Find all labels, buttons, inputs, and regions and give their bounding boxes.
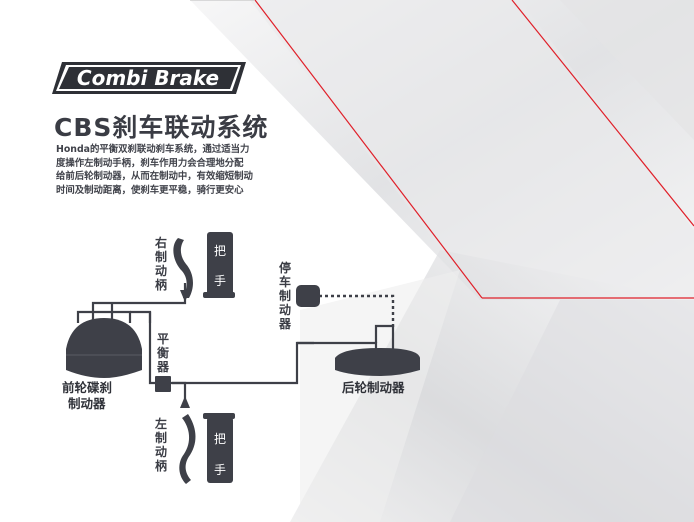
parking-brake-cable bbox=[319, 294, 395, 330]
front-brake-label-line1: 前轮碟刹 bbox=[62, 380, 113, 395]
balancer bbox=[155, 376, 171, 392]
front-brake-label-line2: 制动器 bbox=[68, 396, 106, 411]
right-handle-label-bottom: 手 bbox=[213, 274, 226, 288]
description-line: Honda的平衡双刹联动刹车系统，通过适当力 bbox=[56, 144, 250, 155]
right-handle-label-top: 把 bbox=[213, 244, 226, 258]
description-line: 给前后轮制动器，从而在制动中，有效缩短制动 bbox=[56, 171, 253, 183]
left-lever-label: 左制动柄 bbox=[154, 417, 167, 473]
left-handle-grip bbox=[207, 417, 233, 483]
left-brake-lever bbox=[179, 414, 196, 484]
right-lever-label: 右制动柄 bbox=[154, 236, 167, 292]
right-handle-grip bbox=[207, 232, 233, 296]
front-caliper bbox=[66, 318, 142, 378]
balancer-label: 平衡器 bbox=[156, 332, 169, 374]
left-lever-arrow bbox=[180, 396, 190, 408]
left-handle-label-top: 把 bbox=[213, 432, 226, 446]
right-lever-arrow bbox=[180, 290, 190, 302]
parking-brake bbox=[296, 285, 320, 307]
rear-brake-label: 后轮制动器 bbox=[342, 380, 405, 395]
combi-brake-logo: Combi Brake bbox=[52, 62, 246, 94]
description-line: 度操作左制动手柄，刹车作用力会合理地分配 bbox=[56, 157, 244, 169]
left-handle-label-bottom: 手 bbox=[213, 463, 226, 477]
description-line: 时间及制动距离，使刹车更平稳，骑行更安心 bbox=[56, 184, 244, 196]
rear-caliper bbox=[335, 348, 420, 376]
right-brake-lever bbox=[173, 238, 193, 298]
logo-text: Combi Brake bbox=[77, 66, 219, 90]
parking-brake-label: 停车制动器 bbox=[278, 261, 291, 331]
description: Honda的平衡双刹联动刹车系统，通过适当力 度操作左制动手柄，刹车作用力会合理… bbox=[56, 143, 276, 197]
page-title: CBS刹车联动系统 bbox=[54, 113, 269, 142]
